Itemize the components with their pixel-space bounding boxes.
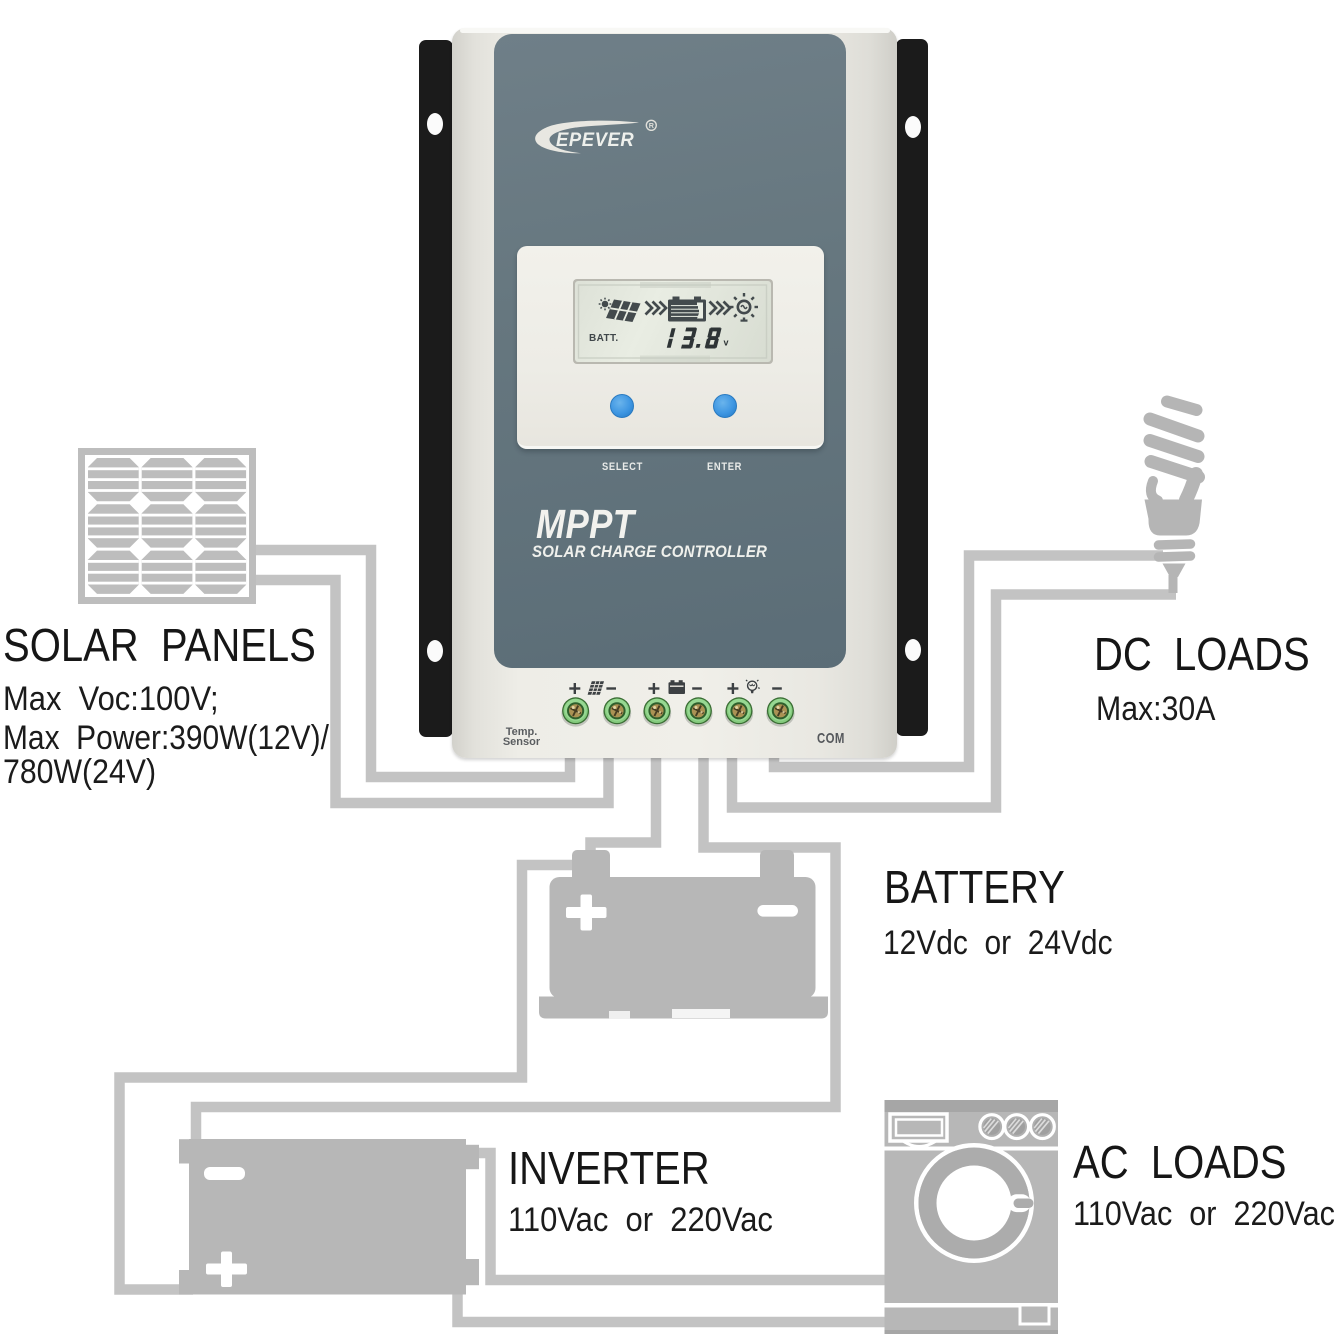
svg-text:BATT.: BATT. xyxy=(589,333,619,344)
svg-text:v: v xyxy=(724,338,729,348)
svg-text:R: R xyxy=(649,121,655,130)
